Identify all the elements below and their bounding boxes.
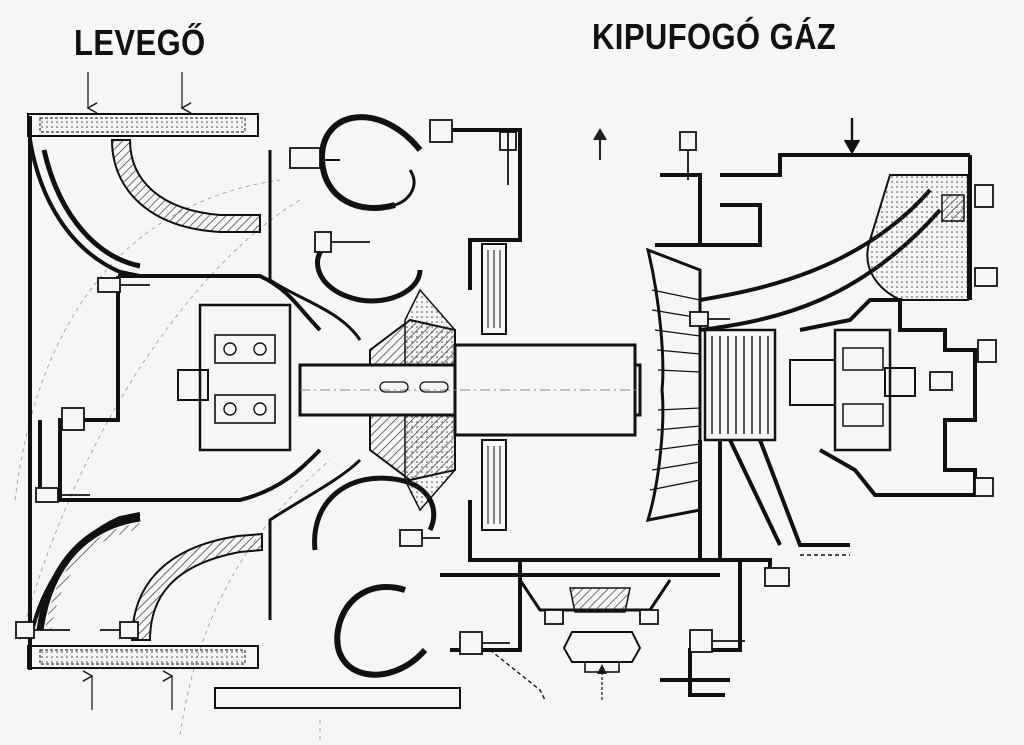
bolts — [15, 119, 998, 655]
air-inflow-arrow-bottom — [82, 670, 174, 710]
air-inflow-arrow-top — [86, 72, 192, 114]
air-inlet-flange-bottom — [27, 645, 259, 669]
outer-intake-bend-bottom — [36, 514, 141, 631]
intake-duct-bottom — [130, 532, 263, 641]
left-bearing-assembly — [177, 303, 292, 452]
turbine-wheel — [645, 247, 702, 522]
drain-line — [489, 554, 850, 701]
air-inlet-flange-top — [27, 113, 259, 137]
exhaust-outflow-arrow — [593, 128, 607, 160]
exhaust-gas-label: KIPUFOGÓ GÁZ — [592, 16, 837, 57]
air-inlet-label: LEVEGŐ — [74, 22, 206, 63]
drain-plug — [562, 631, 642, 673]
compressor-volute-bottom — [268, 458, 437, 678]
turbine-inlet-hatched-wall — [866, 174, 969, 301]
compressor-outer-housing — [28, 116, 141, 670]
right-bearing-housing — [728, 298, 977, 547]
turbine-labyrinth-seal — [703, 328, 777, 442]
construction-lines — [14, 179, 331, 740]
labyrinth-seal-top — [481, 243, 507, 335]
base-support — [214, 579, 672, 709]
rotor-shaft — [298, 343, 642, 437]
drain-arrow-bottom — [597, 664, 607, 700]
labyrinth-seal-bottom — [481, 439, 507, 531]
outer-intake-bend-top — [41, 149, 141, 269]
intake-duct-top — [110, 139, 261, 233]
right-bearing-assembly — [789, 328, 916, 452]
exhaust-inflow-arrow — [843, 118, 861, 155]
